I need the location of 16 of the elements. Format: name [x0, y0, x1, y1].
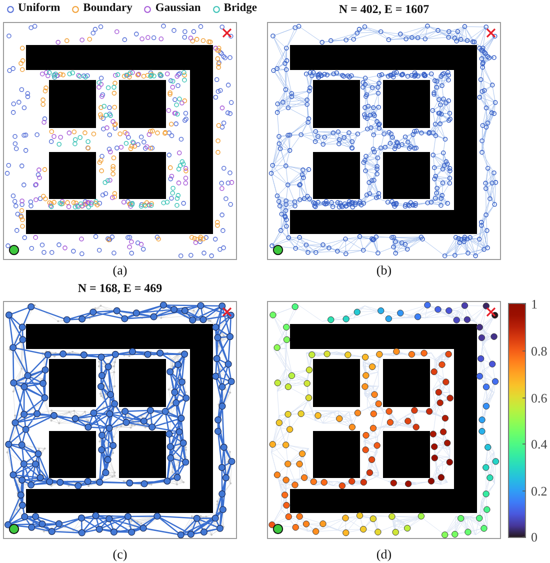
panel-caption: (a): [112, 264, 128, 276]
panel-title: N = 402, E = 1607: [338, 3, 430, 15]
colorbar-tick-label: 1: [531, 298, 538, 310]
colorbar-tick-label: 0.8: [531, 344, 548, 358]
colorbar-tick-label: 0.4: [531, 438, 548, 450]
panel-caption: (b): [376, 264, 392, 276]
colorbar-tick-label: 0.6: [531, 392, 548, 404]
legend-label: Boundary: [83, 3, 132, 15]
panel-caption: (d): [376, 548, 392, 560]
legend-label: Bridge: [224, 3, 258, 15]
panel-title: N = 168, E = 469: [78, 282, 162, 294]
legend-label: Uniform: [18, 3, 60, 15]
colorbar-tick-label: 0.2: [531, 484, 548, 498]
panel-caption: (c): [112, 548, 128, 560]
legend-label: Gaussian: [155, 3, 201, 15]
colorbar-tick-label: 0: [531, 530, 538, 544]
